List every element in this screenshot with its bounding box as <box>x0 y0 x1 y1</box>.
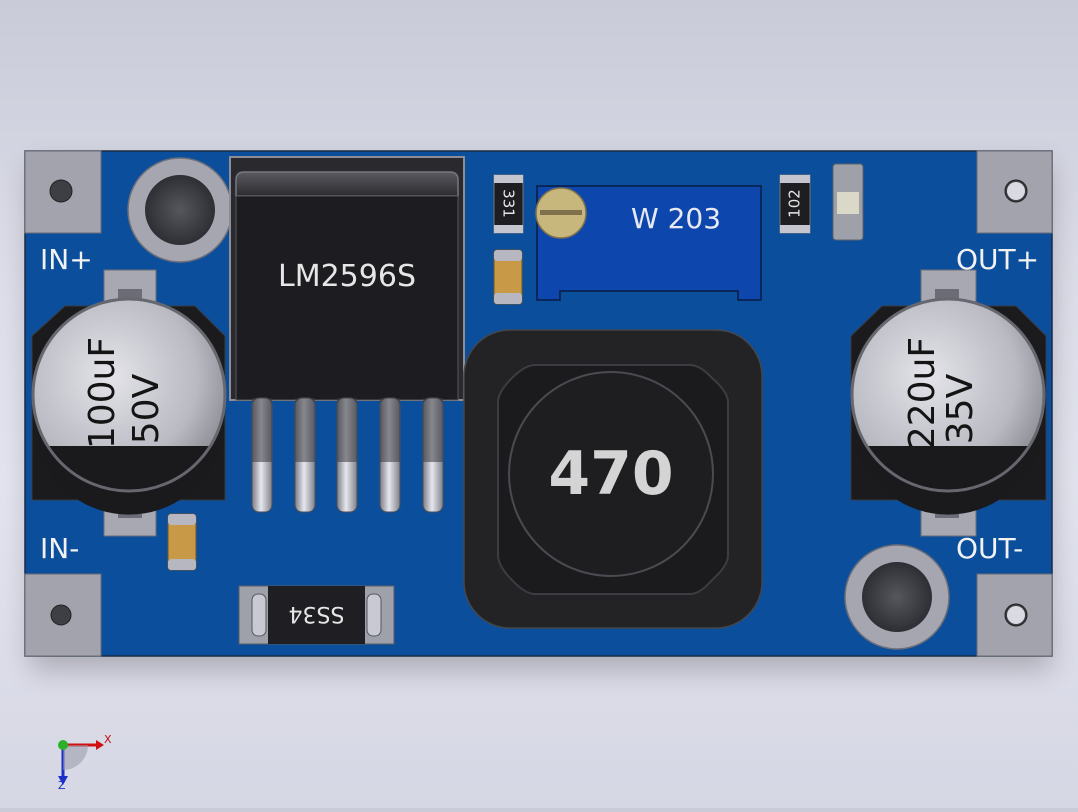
resistor-331-marking: 331 <box>499 189 518 218</box>
inductor-470 <box>463 329 763 629</box>
axis-x-label: X <box>104 733 112 746</box>
label-in-minus: IN- <box>40 532 80 565</box>
potentiometer-marking: W 203 <box>631 202 722 235</box>
label-out-plus: OUT+ <box>956 243 1040 276</box>
diode-ss34 <box>238 585 395 645</box>
diode-marking: SS34 <box>288 601 345 626</box>
resistor-331 <box>493 174 524 234</box>
inductor-marking: 470 <box>548 439 674 509</box>
regulator-lm2596s <box>229 156 465 513</box>
mounting-hole-bottom-right <box>844 544 950 650</box>
output-cap-value: 220uF <box>902 336 943 450</box>
smd-capacitor-top <box>493 249 523 305</box>
output-cap-voltage: 35V <box>940 373 981 445</box>
smd-capacitor-bottom <box>167 513 197 571</box>
label-in-plus: IN+ <box>40 243 93 276</box>
output-electrolytic-capacitor <box>850 269 1047 537</box>
label-out-minus: OUT- <box>956 532 1024 565</box>
mounting-hole-top-left <box>127 157 233 263</box>
input-electrolytic-capacitor <box>31 269 227 537</box>
resistor-102-marking: 102 <box>785 189 804 218</box>
regulator-marking: LM2596S <box>278 259 416 294</box>
axis-z-label: Z <box>58 779 66 792</box>
axis-triad <box>58 740 104 785</box>
input-cap-value: 100uF <box>82 336 123 450</box>
input-cap-voltage: 50V <box>126 373 167 445</box>
resistor-102 <box>779 174 811 234</box>
smd-led <box>832 163 864 241</box>
potentiometer-w203 <box>535 185 762 301</box>
